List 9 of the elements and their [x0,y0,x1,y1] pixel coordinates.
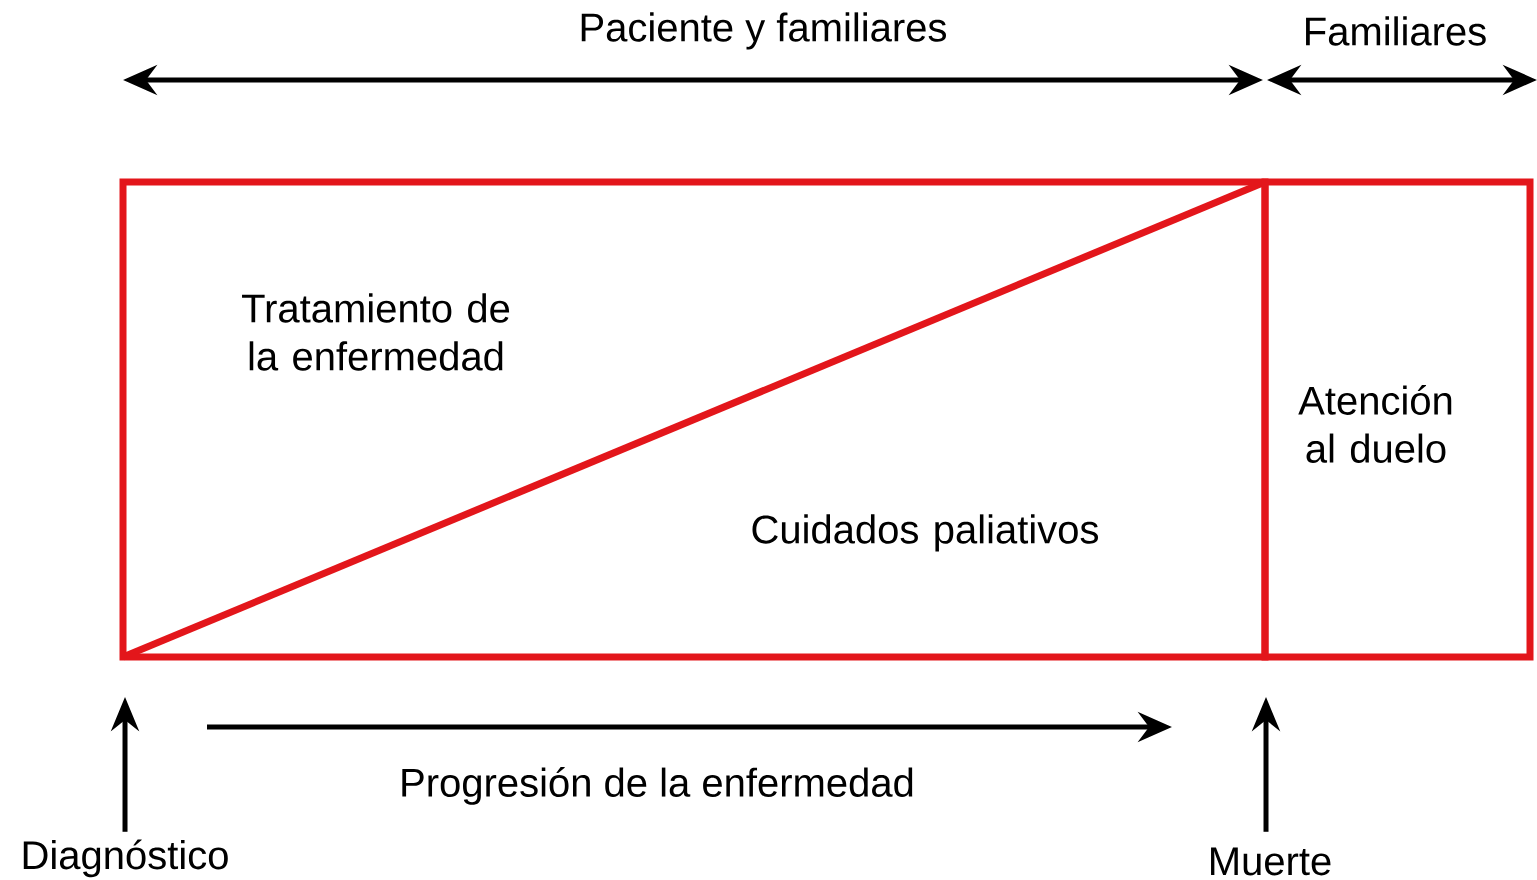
timeline-box [1261,178,1534,661]
region-label: Cuidados paliativos [752,514,1098,552]
region-label: Atención al duelo [1298,385,1452,463]
milestone-label: Muerte [1211,847,1331,876]
region-label: Tratamiento de la enfermedad [242,293,510,371]
milestone-label: Diagnóstico [23,839,228,878]
span-label: Paciente y familiares [581,12,946,50]
span-label: Progresión de la enfermedad [402,767,913,805]
span-label: Familiares [1306,16,1486,46]
